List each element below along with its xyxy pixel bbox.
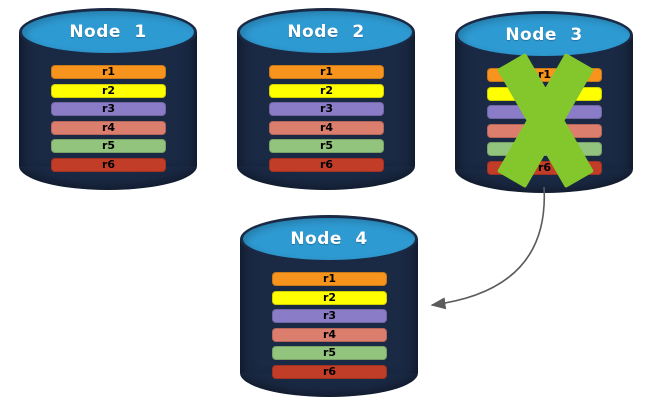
record-label: r6: [101, 157, 116, 171]
record-label: r2: [322, 290, 337, 304]
record-label: r1: [101, 65, 116, 78]
record-label: r4: [322, 327, 337, 341]
record-bar-r2: r2: [272, 290, 387, 305]
record-bar-r4: r4: [272, 327, 387, 342]
record-label: r4: [101, 120, 116, 134]
node-label: Node 4: [290, 229, 368, 249]
record-label: r2: [319, 83, 334, 97]
record-label: r1: [322, 272, 337, 285]
record-bar-r2: r2: [51, 83, 166, 98]
record-list: r1 r2 r3 r4 r5 r6: [272, 272, 387, 379]
record-bar-r1: r1: [272, 272, 387, 286]
node-label: Node 2: [287, 22, 365, 42]
record-bar-r2: r2: [269, 83, 384, 98]
record-label: r3: [319, 102, 334, 115]
node-label: Node 1: [69, 22, 147, 42]
arrow-curve: [430, 186, 546, 310]
record-label: r6: [322, 364, 337, 378]
record-list: r1 r2 r3 r4 r5 r6: [269, 65, 384, 172]
record-label: r6: [319, 157, 334, 171]
record-bar-r3: r3: [269, 102, 384, 116]
node-1: r1 r2 r3 r4 r5 r6 Node 1: [19, 8, 197, 190]
record-label: r4: [319, 120, 334, 134]
node-3: r1 r2 r3 r4 r5 r6 Node 3: [455, 11, 633, 193]
record-bar-r3: r3: [51, 102, 166, 116]
record-label: r1: [319, 65, 334, 78]
record-bar-r4: r4: [51, 120, 166, 135]
failure-x-icon: [496, 52, 594, 188]
record-bar-r6: r6: [272, 364, 387, 379]
record-bar-r1: r1: [269, 65, 384, 79]
record-bar-r5: r5: [269, 139, 384, 153]
record-list: r1 r2 r3 r4 r5 r6: [51, 65, 166, 172]
node-4: r1 r2 r3 r4 r5 r6 Node 4: [240, 215, 418, 397]
record-bar-r6: r6: [51, 157, 166, 172]
record-label: r5: [101, 139, 116, 152]
record-label: r3: [322, 309, 337, 322]
node-2: r1 r2 r3 r4 r5 r6 Node 2: [237, 8, 415, 190]
record-label: r5: [322, 346, 337, 359]
record-bar-r5: r5: [272, 346, 387, 360]
record-bar-r6: r6: [269, 157, 384, 172]
cylinder-top: Node 3: [455, 11, 633, 59]
cylinder-top: Node 1: [19, 8, 197, 56]
record-label: r3: [101, 102, 116, 115]
record-label: r5: [319, 139, 334, 152]
record-bar-r4: r4: [269, 120, 384, 135]
record-label: r6: [537, 160, 552, 174]
record-bar-r5: r5: [51, 139, 166, 153]
record-label: r2: [101, 83, 116, 97]
record-label: r1: [537, 68, 552, 81]
record-bar-r3: r3: [272, 309, 387, 323]
cylinder-top: Node 4: [240, 215, 418, 263]
record-bar-r1: r1: [51, 65, 166, 79]
node-label: Node 3: [505, 25, 583, 45]
cylinder-top: Node 2: [237, 8, 415, 56]
